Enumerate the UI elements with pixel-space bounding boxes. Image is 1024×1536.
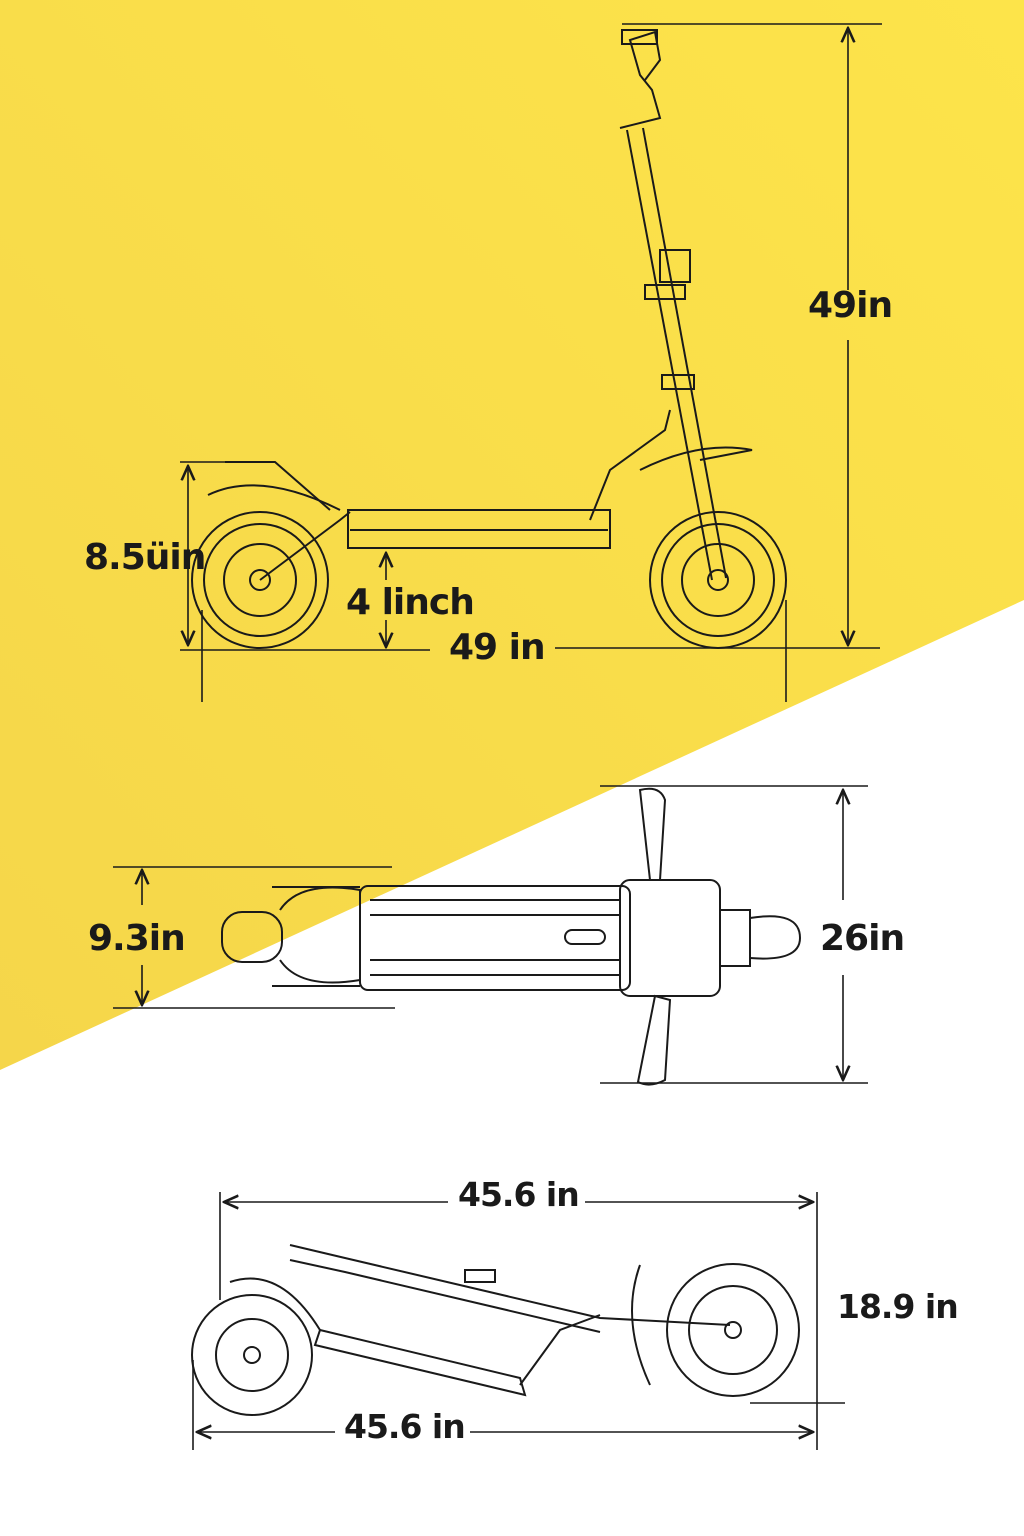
deck-width-label: 9.3in xyxy=(88,918,186,959)
yellow-background xyxy=(0,0,1024,1070)
folded-height-label: 18.9 in xyxy=(837,1287,959,1326)
folded-bottom-length-label: 45.6 in xyxy=(344,1407,466,1446)
rear-height-label: 8.5üin xyxy=(84,537,206,578)
ground-clearance-label: 4 linch xyxy=(346,582,475,623)
folded-view-dimensions xyxy=(192,1192,845,1450)
overall-height-label: 49in xyxy=(808,285,893,326)
top-view-dimensions xyxy=(113,785,868,1084)
side-view-dimensions xyxy=(180,23,882,702)
overall-length-label: 49 in xyxy=(449,627,546,668)
folded-view-scooter xyxy=(191,1244,800,1416)
top-view-scooter xyxy=(221,787,802,1086)
handlebar-width-label: 26in xyxy=(820,918,905,959)
folded-top-length-label: 45.6 in xyxy=(458,1175,580,1214)
side-view-scooter xyxy=(191,29,787,649)
